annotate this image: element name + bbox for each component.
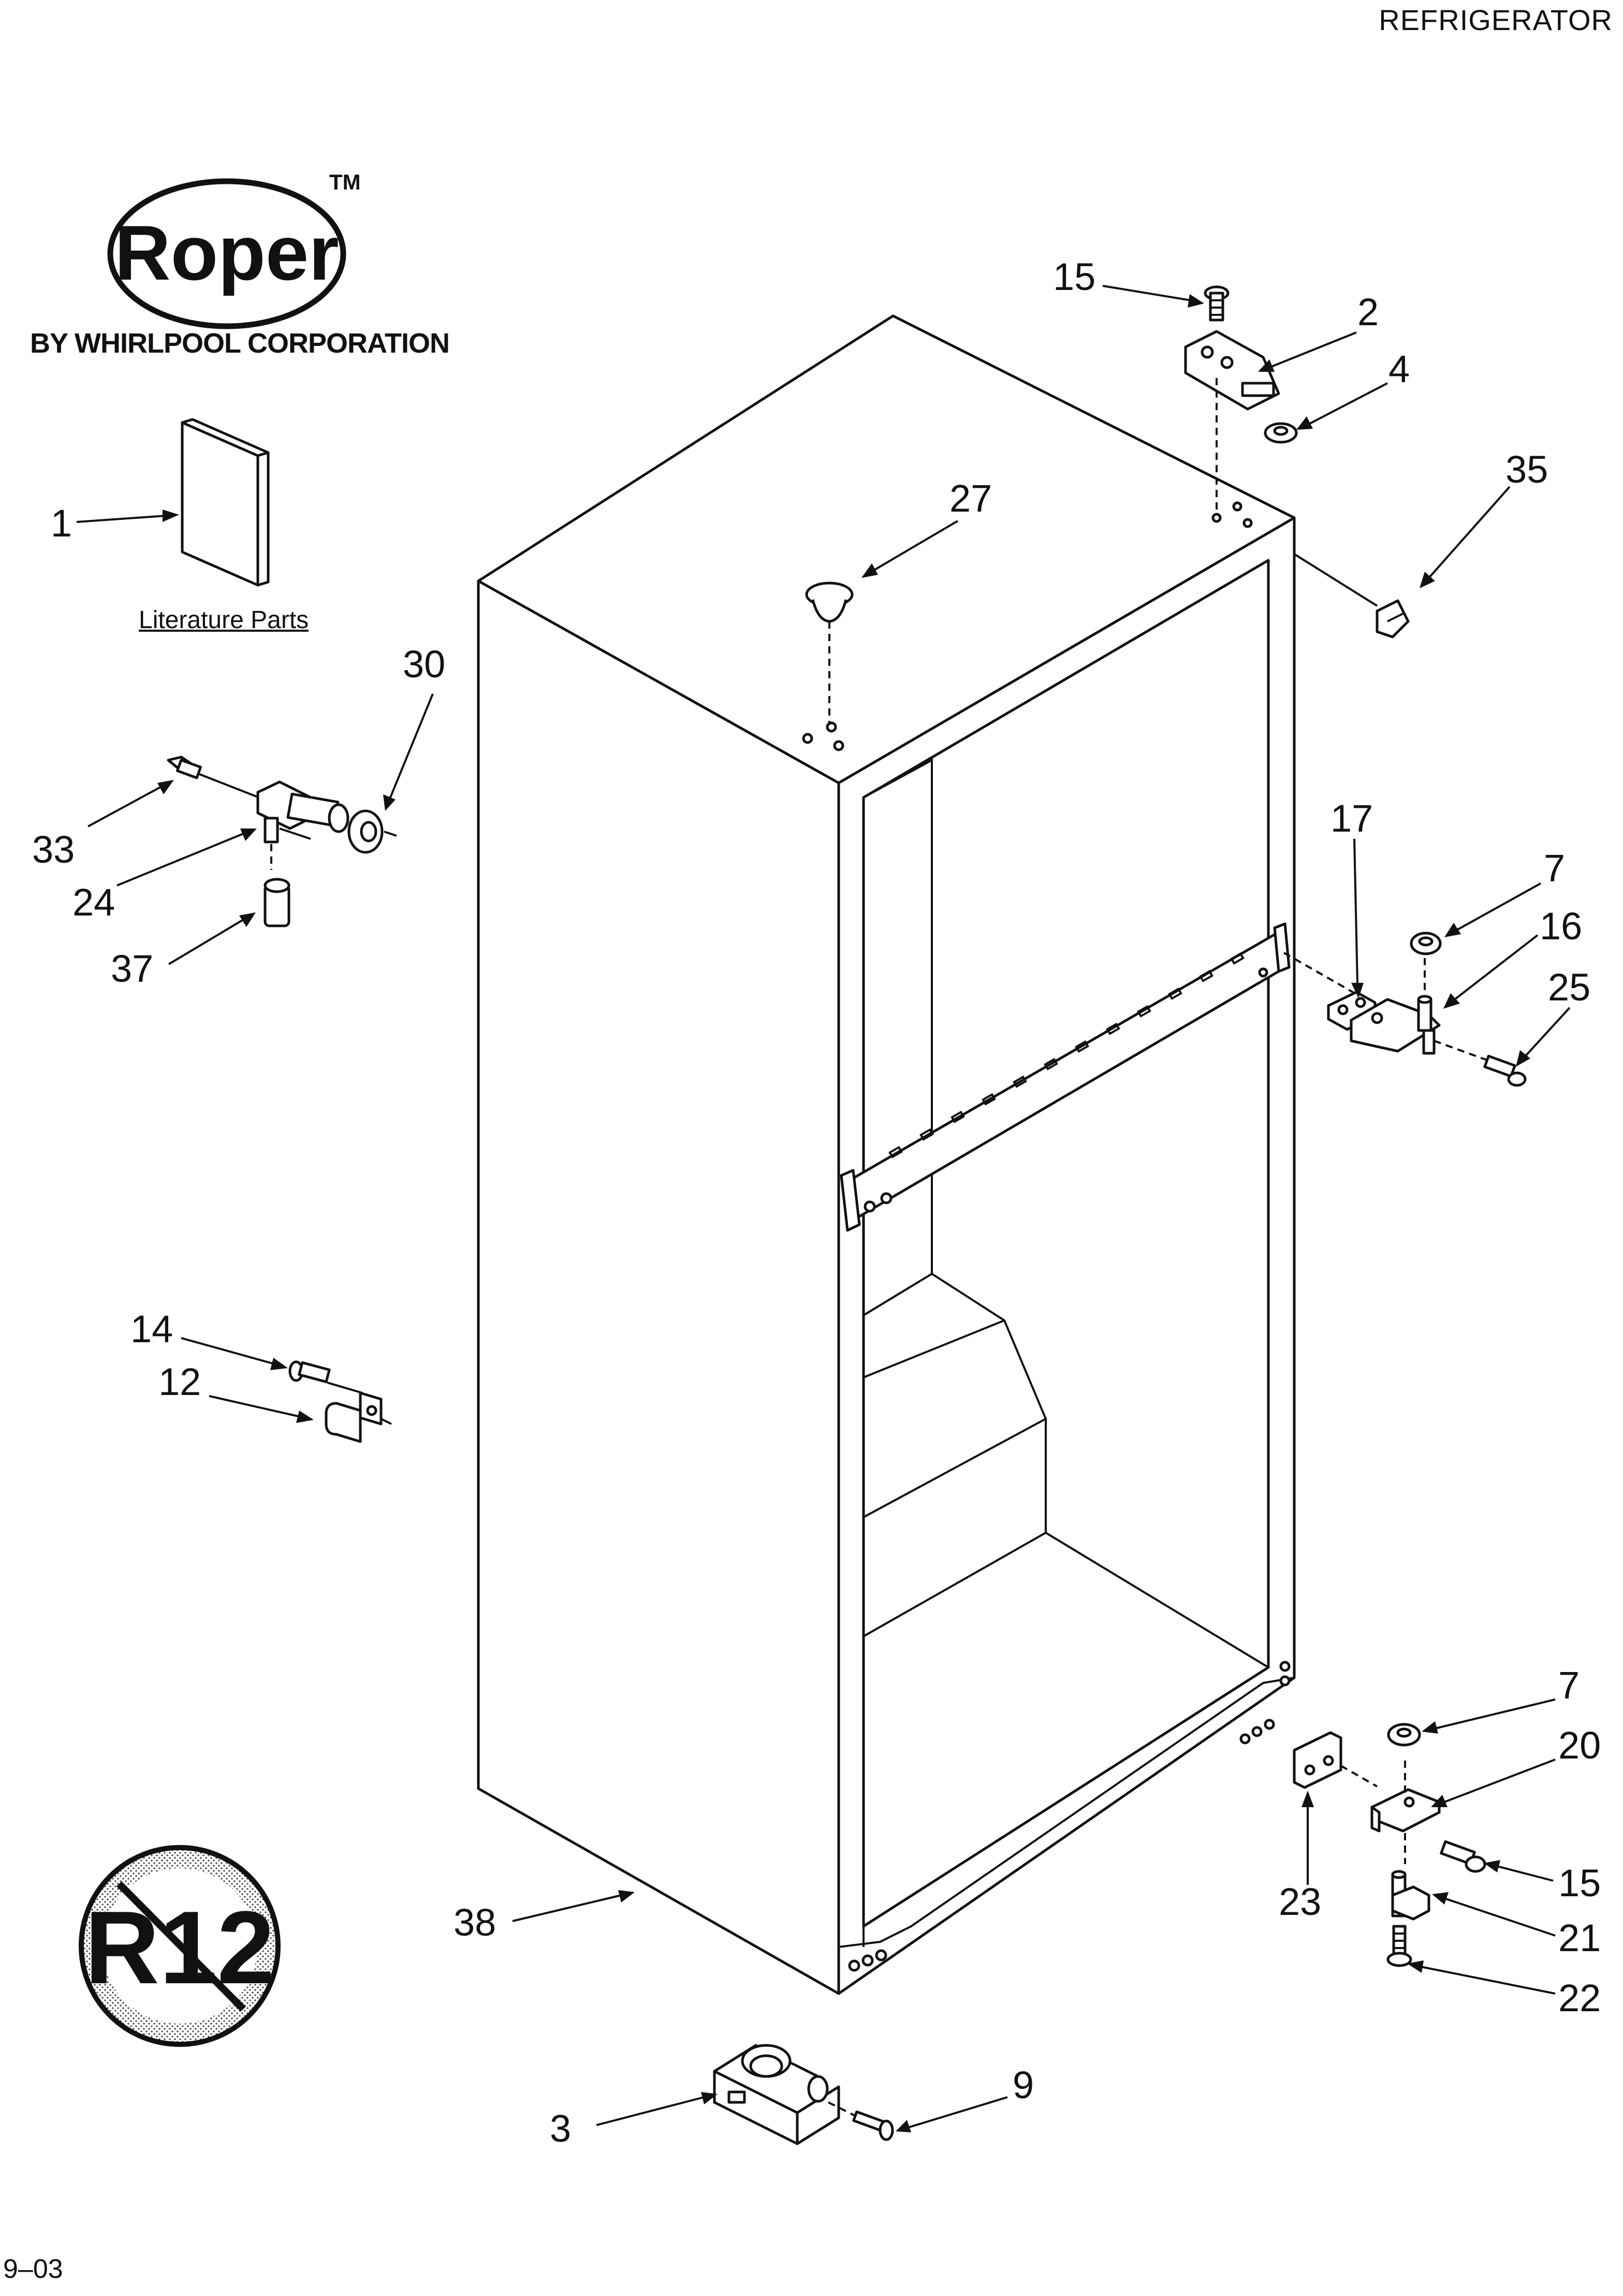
callout-16: 16 [1540,905,1583,948]
hinge-cover [1293,553,1410,638]
hinge-screw-top [1204,285,1230,322]
leader-lines [76,285,1571,2132]
roper-logo: Roper [107,178,346,329]
no-r12-badge: R12 [79,1845,281,2047]
washer-4 [1264,422,1298,444]
top-hinge [1184,330,1280,513]
page-header-title: REFRIGERATOR [1379,4,1613,36]
bottom-hinge [1370,1761,1441,1864]
screw-25 [1483,1054,1527,1087]
callout-37: 37 [111,947,154,990]
callout-14: 14 [130,1307,173,1350]
washer-7a [1410,932,1442,955]
callout-22: 22 [1558,1977,1601,2019]
callout-15-top: 15 [1053,255,1096,298]
callout-23: 23 [1279,1880,1322,1923]
refrigerator-cabinet [477,314,1296,1995]
callout-7-bottom: 7 [1558,1664,1580,1707]
hinge-shim-23 [1293,1731,1378,1789]
callout-27: 27 [949,477,992,520]
callout-7-middle: 7 [1544,847,1566,890]
callout-25: 25 [1548,966,1591,1009]
callout-20: 20 [1558,1724,1601,1767]
leveling-foot [713,2044,860,2145]
center-hinge [1283,952,1492,1063]
callout-4: 4 [1388,347,1410,390]
svg-text:Roper: Roper [114,209,339,296]
callout-21: 21 [1558,1916,1601,1959]
top-plug [805,582,854,725]
rail-slots [888,952,1245,1159]
brand-byline: BY WHIRLPOOL CORPORATION [30,328,450,359]
callout-2: 2 [1357,290,1379,333]
door-stop-12 [325,1391,392,1443]
callout-35: 35 [1505,448,1548,491]
callout-17: 17 [1330,797,1373,840]
screw-15-bottom [1440,1840,1486,1873]
hinge-pin-21 [1391,1870,1430,1921]
callout-12: 12 [158,1360,201,1403]
callout-24: 24 [72,881,115,924]
callout-9: 9 [1013,2064,1034,2106]
pin-9 [852,2110,894,2141]
screw-22 [1386,1925,1412,1967]
trademark-symbol: TM [329,170,361,194]
literature-parts-label: Literature Parts [139,606,309,634]
washer-7b [1387,1723,1421,1747]
screw-14 [288,1360,363,1394]
callout-1: 1 [51,502,72,545]
callout-3: 3 [550,2107,572,2150]
callout-38: 38 [454,1901,496,1944]
footer-date-code: 9–03 [3,2254,63,2284]
callout-15-bottom: 15 [1558,1862,1601,1905]
callout-33: 33 [32,828,75,871]
callout-30: 30 [403,643,446,686]
spacer-30 [347,809,397,854]
literature-booklet [181,418,270,587]
bushing-37 [264,878,290,927]
door-stop-assembly [167,755,349,870]
